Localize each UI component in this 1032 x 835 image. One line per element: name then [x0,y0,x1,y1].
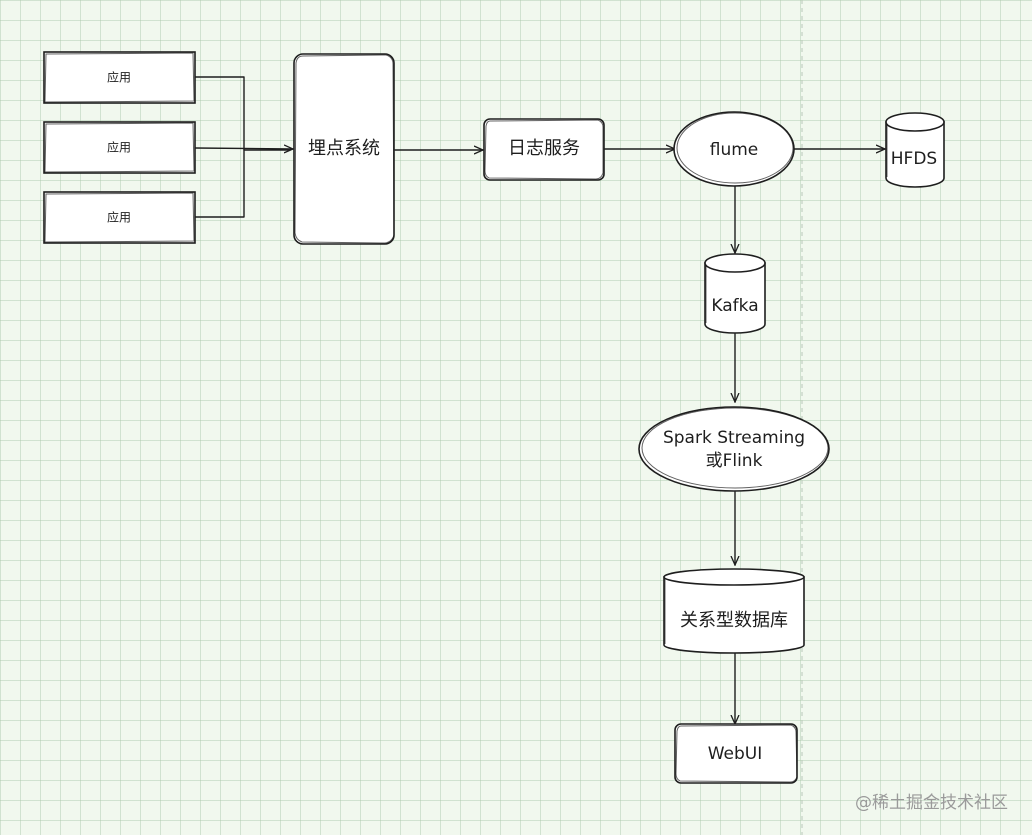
kafka-cylinder: Kafka [704,253,766,334]
app-box-2: 应用 [43,121,196,174]
stream-processing-label-line1: Spark Streaming [663,428,805,448]
edge-app3-to-tracking [194,148,245,218]
webui-label: WebUI [708,744,763,764]
tracking-system-label: 埋点系统 [308,138,380,159]
app-box-3: 应用 [43,191,196,244]
app-box-3-label: 应用 [107,210,131,225]
kafka-label: Kafka [711,296,758,316]
webui-box: WebUI [674,723,798,784]
edge-app2-to-tracking [194,148,293,149]
app-box-1-label: 应用 [107,70,131,85]
watermark-text: @稀土掘金技术社区 [855,793,1008,813]
stream-processing-label-line2: 或Flink [706,451,763,471]
edge-app1-to-tracking [194,76,245,150]
stream-processing-node: Spark Streaming 或Flink [638,406,830,492]
flume-node: flume [673,111,795,187]
tracking-system-box: 埋点系统 [293,53,395,245]
log-service-box: 日志服务 [483,118,605,181]
hfds-cylinder: HFDS [885,112,945,188]
relational-db-label: 关系型数据库 [680,610,788,631]
app-box-2-label: 应用 [107,140,131,155]
app-box-1: 应用 [43,51,196,104]
flume-label: flume [710,140,759,160]
hfds-label: HFDS [891,149,937,169]
log-service-label: 日志服务 [508,138,580,159]
relational-db-cylinder: 关系型数据库 [663,568,805,654]
